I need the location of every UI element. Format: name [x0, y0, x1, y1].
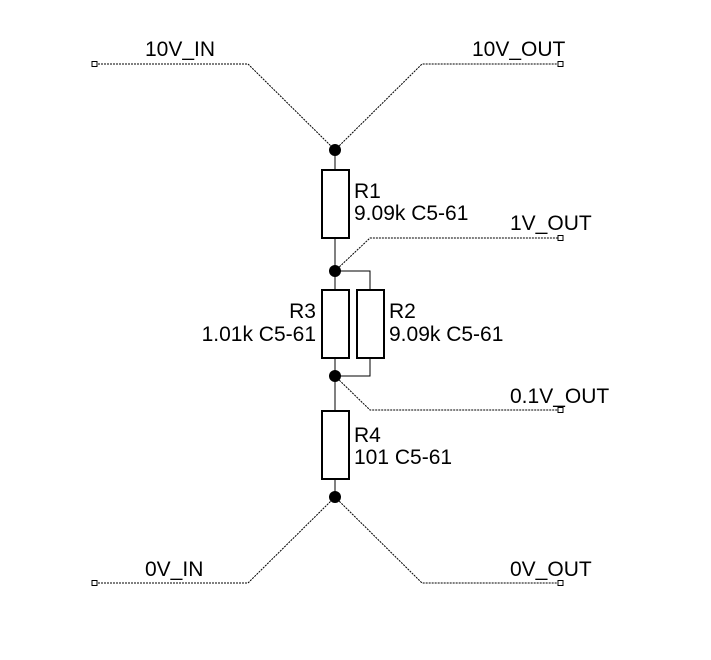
resistor-bodies: [321, 169, 385, 480]
junctions: [329, 144, 341, 503]
port-label-0v-out: 0V_OUT: [510, 558, 592, 581]
wire-1v-out: [334, 237, 560, 272]
wire-10v-out: [334, 63, 560, 151]
terminal-0v-in: [91, 580, 98, 586]
junction-top: [329, 144, 341, 156]
resistor-r2-ref: R2: [389, 300, 416, 323]
wires: [95, 63, 560, 584]
resistor-r4-value: 101 C5-61: [354, 446, 452, 469]
resistor-r3-value: 1.01k C5-61: [202, 323, 316, 346]
port-label-0-1v-out: 0.1V_OUT: [510, 385, 609, 408]
wire-0-1v-out: [334, 375, 560, 411]
resistor-r1-ref: R1: [354, 180, 381, 203]
wire-0v-in: [95, 496, 336, 584]
port-label-1v-out: 1V_OUT: [510, 212, 592, 235]
wire-node-mid-r2: [335, 270, 371, 290]
resistor-r1-value: 9.09k C5-61: [354, 202, 468, 225]
resistor-r3-body: [321, 289, 350, 359]
resistor-labels: R1 9.09k C5-61 R3 1.01k C5-61 R2 9.09k C…: [202, 180, 504, 469]
terminal-10v-in: [91, 61, 98, 67]
wire-10v-in: [95, 63, 336, 151]
port-labels: 10V_IN 10V_OUT 1V_OUT 0.1V_OUT 0V_IN 0V_…: [145, 38, 609, 581]
junction-mid: [329, 265, 341, 277]
terminal-10v-out: [557, 61, 564, 67]
resistor-r3-ref: R3: [289, 300, 316, 323]
port-label-10v-in: 10V_IN: [145, 38, 215, 61]
resistor-r2-body: [356, 289, 385, 359]
wire-r2-node-low: [335, 358, 371, 377]
resistor-r4-body: [321, 410, 350, 480]
port-terminals: [91, 61, 564, 586]
junction-low: [329, 370, 341, 382]
resistor-r4-ref: R4: [354, 424, 381, 447]
resistor-r2-value: 9.09k C5-61: [389, 323, 503, 346]
junction-bottom: [329, 491, 341, 503]
port-label-0v-in: 0V_IN: [145, 558, 203, 581]
terminal-0-1v-out: [557, 407, 564, 413]
wire-0v-out: [334, 496, 560, 584]
resistor-r1-body: [321, 169, 350, 239]
terminal-1v-out: [557, 235, 564, 241]
terminal-0v-out: [557, 580, 564, 586]
port-label-10v-out: 10V_OUT: [472, 38, 566, 61]
